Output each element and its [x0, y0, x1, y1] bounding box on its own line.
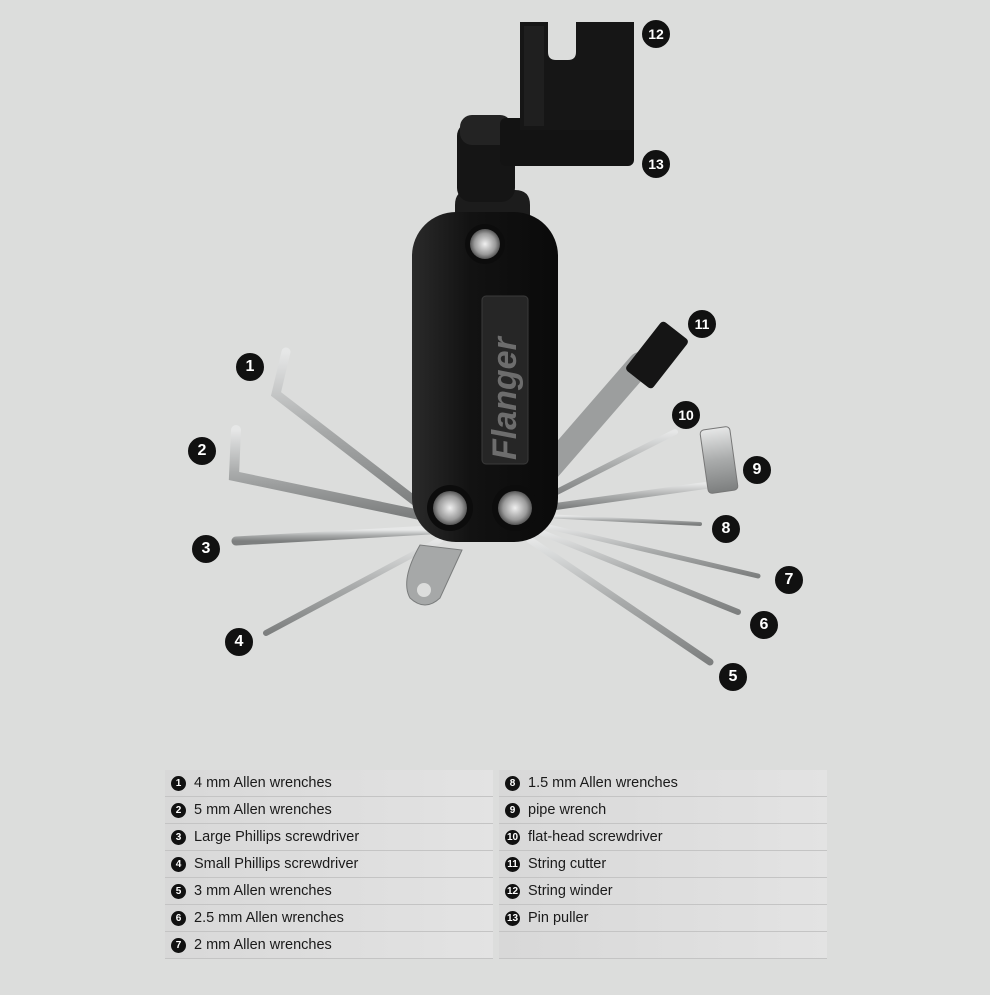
legend-number: 12 — [505, 883, 520, 899]
legend-number: 6 — [171, 910, 186, 926]
callout-3: 3 — [192, 535, 220, 563]
legend-row: 11 String cutter — [499, 851, 827, 878]
tool-9-pipe-wrench — [541, 480, 720, 512]
legend-label: pipe wrench — [528, 802, 607, 818]
callout-4: 4 — [225, 628, 253, 656]
legend-label: Small Phillips screwdriver — [194, 856, 359, 872]
legend-number: 8 — [505, 775, 520, 791]
legend-number: 7 — [171, 937, 186, 953]
legend-row: 8 1.5 mm Allen wrenches — [499, 770, 827, 797]
legend-label: 4 mm Allen wrenches — [194, 775, 332, 791]
callout-9: 9 — [743, 456, 771, 484]
legend-number: 5 — [171, 883, 186, 899]
legend-label: Large Phillips screwdriver — [194, 829, 360, 845]
legend-number: 13 — [505, 910, 520, 926]
legend-label: 2 mm Allen wrenches — [194, 937, 332, 953]
legend-label: 1.5 mm Allen wrenches — [528, 775, 678, 791]
tool-10-flat-head — [542, 429, 678, 501]
callout-13: 13 — [642, 150, 670, 178]
legend-label: String cutter — [528, 856, 607, 872]
legend-row: 10 flat-head screwdriver — [499, 824, 827, 851]
tool-11-string-cutter — [536, 352, 652, 482]
legend-number: 10 — [505, 829, 520, 845]
callout-6: 6 — [750, 611, 778, 639]
tool-2-allen-5mm — [228, 425, 425, 520]
string-winder-assembly — [457, 22, 634, 202]
tool-5-allen-3mm — [526, 536, 714, 666]
tool-7-allen-2mm — [542, 523, 761, 579]
legend-label: 5 mm Allen wrenches — [194, 802, 332, 818]
legend-row: 13 Pin puller — [499, 905, 827, 932]
legend-row: 1 4 mm Allen wrenches — [165, 770, 493, 797]
legend-number: 4 — [171, 856, 186, 872]
string-cutter-cap — [626, 321, 688, 389]
tool-body: Flanger — [412, 190, 558, 542]
legend-row: 2 5 mm Allen wrenches — [165, 797, 493, 824]
callout-7: 7 — [775, 566, 803, 594]
legend-number: 3 — [171, 829, 186, 845]
legend-row: 6 2.5 mm Allen wrenches — [165, 905, 493, 932]
legend-row: 7 2 mm Allen wrenches — [165, 932, 493, 959]
pipe-wrench-head — [699, 426, 739, 494]
callout-1: 1 — [236, 353, 264, 381]
callout-12: 12 — [642, 20, 670, 48]
callout-5: 5 — [719, 663, 747, 691]
tool-3-large-phillips — [231, 525, 435, 546]
callout-2: 2 — [188, 437, 216, 465]
tool-6-allen-2-5mm — [537, 529, 741, 615]
legend-number: 1 — [171, 775, 186, 791]
legend-row: 5 3 mm Allen wrenches — [165, 878, 493, 905]
callout-8: 8 — [712, 515, 740, 543]
legend-label: Pin puller — [528, 910, 589, 926]
tool-blades — [228, 321, 761, 666]
opener-tab — [406, 544, 463, 606]
legend-row-empty — [499, 932, 827, 959]
brand-logo: Flanger — [486, 335, 524, 460]
legend-row: 12 String winder — [499, 878, 827, 905]
legend-table: 1 4 mm Allen wrenches 2 5 mm Allen wrenche… — [165, 770, 827, 960]
tool-8-allen-1-5mm — [543, 514, 702, 526]
legend-row: 9 pipe wrench — [499, 797, 827, 824]
legend-number: 9 — [505, 802, 520, 818]
tool-1-allen-4mm — [270, 347, 425, 510]
tool-4-small-phillips — [263, 537, 443, 636]
legend-label: 2.5 mm Allen wrenches — [194, 910, 344, 926]
callout-11: 11 — [688, 310, 716, 338]
legend-number: 11 — [505, 856, 520, 872]
legend-number: 2 — [171, 802, 186, 818]
legend-label: 3 mm Allen wrenches — [194, 883, 332, 899]
callout-10: 10 — [672, 401, 700, 429]
legend-row: 4 Small Phillips screwdriver — [165, 851, 493, 878]
legend-label: String winder — [528, 883, 613, 899]
legend-row: 3 Large Phillips screwdriver — [165, 824, 493, 851]
legend-label: flat-head screwdriver — [528, 829, 663, 845]
